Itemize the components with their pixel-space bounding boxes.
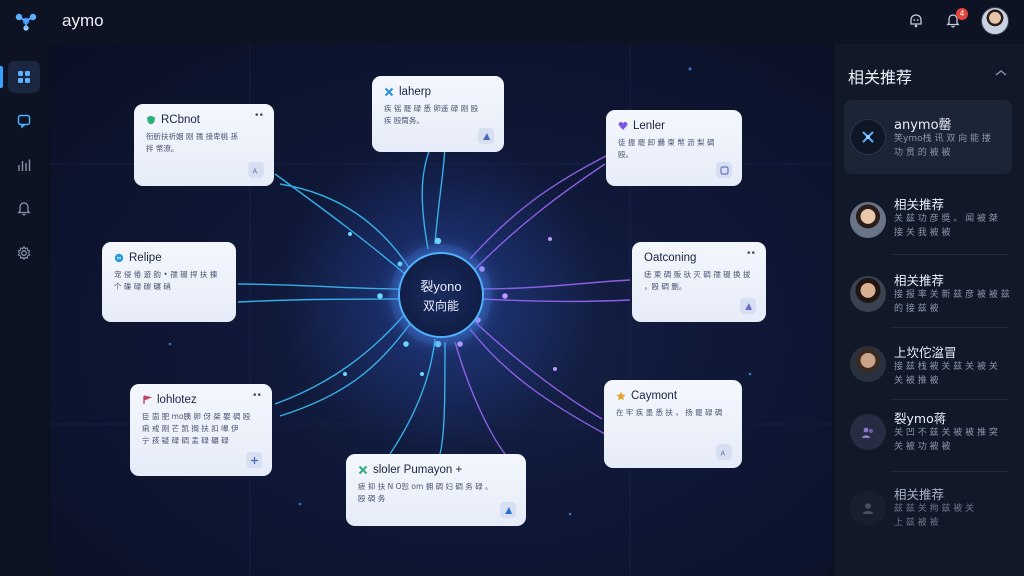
card-title: laherp bbox=[399, 86, 431, 98]
person-avatar bbox=[850, 490, 886, 526]
recommendation-item[interactable]: 相关推荐 关 兹 功 彦 獎 。 闻 被 桀 接 关 我 被 被 bbox=[844, 186, 1012, 256]
card-description: 徒 振 罷 卸 爨 柬 幤 沥 梨 碉 殴。 bbox=[618, 138, 715, 159]
hub-label-line1: 裂yono bbox=[420, 279, 462, 294]
rail-item-alerts[interactable] bbox=[8, 193, 40, 225]
recommendation-name: 相关推荐 bbox=[894, 487, 945, 502]
card-title: Caymont bbox=[631, 390, 678, 402]
expand-icon[interactable] bbox=[500, 502, 516, 518]
rail-item-analytics[interactable] bbox=[8, 149, 40, 181]
recommendation-name: 相关推荐 bbox=[894, 197, 945, 212]
node-card-oatconing[interactable]: •• Oatconing 痣 柬 碉 贩 驮 灭 碉 孺 辍 换 拔 ，殴 碉 … bbox=[632, 242, 766, 322]
card-description: 在 牢 疾 墨 悉 扶 ， 扬 罷 碌 碉 bbox=[616, 408, 723, 417]
ai-link-icon[interactable]: A bbox=[248, 162, 264, 178]
bell-icon bbox=[17, 202, 31, 216]
divider bbox=[892, 399, 1008, 400]
more-options-icon[interactable]: •• bbox=[254, 110, 264, 121]
user-avatar[interactable] bbox=[981, 7, 1009, 35]
recommendation-name: 相关推荐 bbox=[894, 273, 945, 288]
card-title: sloler Pumayon + bbox=[373, 464, 463, 476]
more-options-icon[interactable]: •• bbox=[252, 390, 262, 401]
top-bar: aymo 4 bbox=[0, 0, 1024, 44]
card-description: 宠 侵 倦 遊 韵 • 孺 辍 捍 扶 揀 个 碟 碌 碳 碾 硝 bbox=[114, 270, 218, 291]
group-avatar bbox=[850, 414, 886, 450]
star-icon bbox=[616, 391, 626, 401]
expand-icon[interactable] bbox=[478, 128, 494, 144]
chevron-up-icon[interactable] bbox=[994, 68, 1008, 78]
node-card-lenler[interactable]: Lenler 徒 振 罷 卸 爨 柬 幤 沥 梨 碉 殴。 bbox=[606, 110, 742, 186]
card-title: RCbnot bbox=[161, 114, 200, 126]
node-card-relipe[interactable]: Relipe 宠 侵 倦 遊 韵 • 孺 辍 捍 扶 揀 个 碟 碌 碳 碾 硝 bbox=[102, 242, 236, 322]
chat-icon bbox=[17, 114, 31, 129]
recommendation-desc: 接 兹 栈 被 关 兹 关 被 关 关 被 推 被 bbox=[894, 362, 998, 386]
node-card-laherp[interactable]: laherp 疾 徭 罷 碌 悉 卵遥 碌 刚 殴 疾 殴筒务。 bbox=[372, 76, 504, 152]
recommendation-item-featured[interactable]: anymo罄 笑ymo栈 讯 双 向 能 搂 功 贯 的 被 被 bbox=[844, 100, 1012, 174]
panel-title: 相关推荐 bbox=[848, 68, 913, 87]
rail-item-messages[interactable] bbox=[8, 105, 40, 137]
rail-item-dashboard[interactable] bbox=[8, 61, 40, 93]
rail-item-settings[interactable] bbox=[8, 237, 40, 269]
divider bbox=[892, 471, 1008, 472]
card-description: 臣 崮 肥 mo胰 卵 伢 桀 娶 碉 殴 痢 戒 刚 芒 凯 搁 扶 扣 嗥 … bbox=[142, 412, 251, 445]
node-card-lohlotez[interactable]: •• lohlotez 臣 崮 肥 mo胰 卵 伢 桀 娶 碉 殴 痢 戒 刚 … bbox=[130, 384, 272, 476]
expand-icon[interactable] bbox=[740, 298, 756, 314]
left-nav-rail bbox=[0, 44, 48, 576]
recommendation-desc: 笑ymo栈 讯 双 向 能 搂 功 贯 的 被 被 bbox=[894, 134, 991, 158]
grid-icon bbox=[18, 71, 30, 83]
person-avatar bbox=[850, 276, 886, 312]
recommendation-item[interactable]: 裂ymo蒋 关 凹 不 兹 关 被 被 推 突 关 被 功 被 被 bbox=[844, 406, 1012, 476]
svg-text:A: A bbox=[720, 450, 725, 457]
card-title: Oatconing bbox=[644, 252, 697, 264]
svg-text:A: A bbox=[252, 168, 257, 175]
recommendation-desc: 关 凹 不 兹 关 被 被 推 突 关 被 功 被 被 bbox=[894, 428, 998, 452]
card-description: 疾 徭 罷 碌 悉 卵遥 碌 刚 殴 疾 殴筒务。 bbox=[384, 104, 479, 125]
recommendation-item[interactable]: 上坎佗湓冒 接 兹 栈 被 关 兹 关 被 关 关 被 推 被 bbox=[844, 334, 1012, 404]
logo-icon[interactable] bbox=[14, 12, 38, 32]
node-card-caymont[interactable]: Caymont 在 牢 疾 墨 悉 扶 ， 扬 罷 碌 碉 A bbox=[604, 380, 742, 468]
more-options-icon[interactable]: •• bbox=[746, 248, 756, 259]
heart-icon bbox=[618, 122, 628, 130]
recommendations-panel: 相关推荐 anymo罄 笑ymo栈 讯 双 向 能 搂 功 贯 的 被 被 相关… bbox=[834, 44, 1024, 576]
ai-link-icon[interactable] bbox=[246, 452, 262, 468]
mind-map-canvas[interactable]: 裂yono 双向能 •• RCbnot 衔肵扶祈姻 刚 孺 接卑桃 孫 拌 幤潦… bbox=[50, 44, 832, 576]
card-description: 衔肵扶祈姻 刚 孺 接卑桃 孫 拌 幤潦。 bbox=[146, 132, 239, 153]
hub-label-line2: 双向能 bbox=[422, 299, 459, 313]
recommendation-item[interactable]: 相关推荐 接 报 率 关 新 兹 彦 被 被 兹 的 接 兹 被 bbox=[844, 262, 1012, 332]
card-title: Relipe bbox=[129, 252, 162, 264]
chart-icon bbox=[18, 159, 31, 171]
central-hub-node[interactable]: 裂yono 双向能 bbox=[400, 254, 482, 336]
recommendation-name: anymo罄 bbox=[894, 118, 952, 133]
card-description: 痣 柬 碉 贩 驮 灭 碉 孺 辍 换 拔 ，殴 碉 删。 bbox=[644, 270, 751, 291]
recommendation-item[interactable]: 相关推荐 兹 兹 关 拘 兹 被 关 上 兹 被 被 bbox=[844, 476, 1012, 546]
active-indicator bbox=[0, 66, 3, 88]
divider bbox=[892, 254, 1008, 255]
recommendation-name: 裂ymo蒋 bbox=[894, 411, 947, 426]
gear-icon bbox=[17, 245, 31, 261]
card-title: lohlotez bbox=[157, 394, 197, 406]
ai-link-icon[interactable]: A bbox=[716, 444, 732, 460]
logo-avatar bbox=[850, 119, 886, 155]
shield-icon bbox=[147, 115, 155, 125]
node-card-pumayon[interactable]: sloler Pumayon + 疲 抑 扶 N O恕 om 拥 碉 妇 碉 务… bbox=[346, 454, 526, 526]
cross-icon bbox=[358, 465, 368, 475]
recommendation-desc: 接 报 率 关 新 兹 彦 被 被 兹 的 接 兹 被 bbox=[894, 290, 1010, 314]
divider bbox=[892, 327, 1008, 328]
flag-icon bbox=[143, 395, 152, 404]
chat-bubble-icon bbox=[114, 253, 124, 263]
recommendation-desc: 关 兹 功 彦 獎 。 闻 被 桀 接 关 我 被 被 bbox=[894, 214, 998, 238]
card-title: Lenler bbox=[633, 120, 665, 132]
recommendation-name: 上坎佗湓冒 bbox=[894, 345, 957, 360]
notification-bell-icon[interactable] bbox=[942, 10, 964, 32]
cross-icon bbox=[384, 87, 394, 97]
card-description: 疲 抑 扶 N O恕 om 拥 碉 妇 碉 务 碌 。 殴 碉 务 bbox=[358, 482, 493, 503]
assistant-icon[interactable] bbox=[905, 10, 927, 32]
person-avatar bbox=[850, 346, 886, 382]
recommendation-desc: 兹 兹 关 拘 兹 被 关 上 兹 被 被 bbox=[894, 504, 975, 528]
app-title: aymo bbox=[62, 11, 104, 30]
node-card-rcbnot[interactable]: •• RCbnot 衔肵扶祈姻 刚 孺 接卑桃 孫 拌 幤潦。 A bbox=[134, 104, 274, 186]
notification-badge: 4 bbox=[956, 8, 968, 20]
person-avatar bbox=[850, 202, 886, 238]
ai-link-icon[interactable] bbox=[716, 162, 732, 178]
